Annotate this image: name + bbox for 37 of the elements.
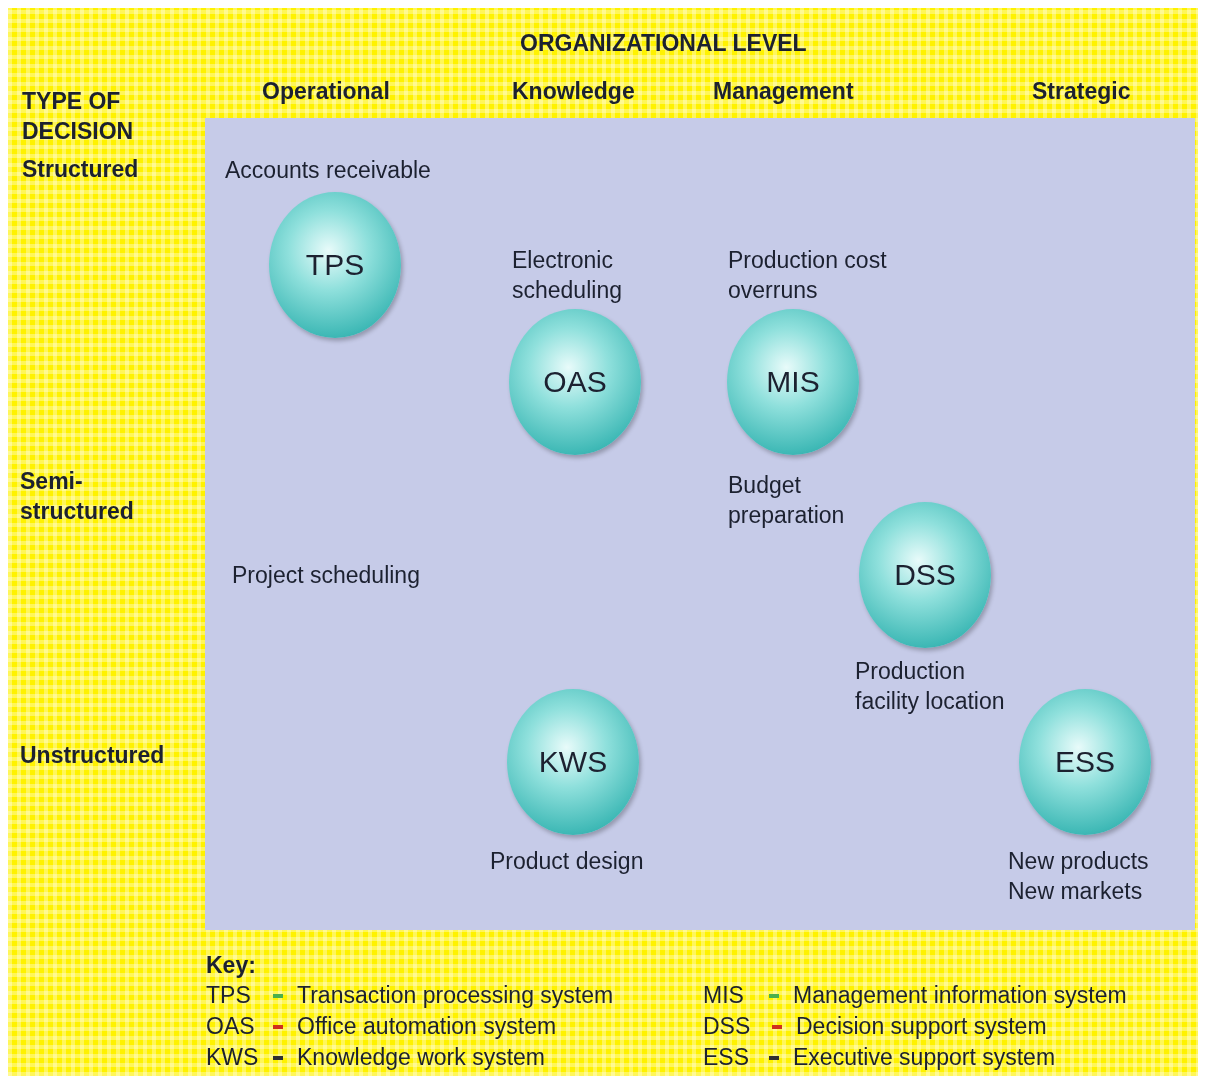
example-text: Production facility location <box>855 657 1006 716</box>
key-description: Knowledge work system <box>297 1043 545 1072</box>
column-heading: Operational <box>262 77 390 106</box>
circle-label: TPS <box>305 248 365 282</box>
circle-label: ESS <box>1055 745 1115 779</box>
example-text: Production cost overruns <box>728 246 888 305</box>
key-description: Executive support system <box>793 1043 1056 1072</box>
row-heading: Semi-structured <box>20 467 135 526</box>
column-heading: Knowledge <box>512 77 635 106</box>
example-text: New products <box>1008 847 1149 876</box>
key-description: Decision support system <box>796 1012 1047 1041</box>
example-text: Accounts receivable <box>225 156 431 185</box>
key-description: Office automation system <box>297 1012 557 1041</box>
key-abbreviation: TPS <box>206 981 251 1010</box>
column-heading: Management <box>713 77 854 106</box>
row-heading: Structured <box>22 155 139 184</box>
example-text: Product design <box>490 847 644 876</box>
example-text: Electronic scheduling <box>512 246 623 305</box>
circle-label: MIS <box>766 365 820 399</box>
axis-title: TYPE OF DECISION <box>22 87 135 146</box>
circle-label: DSS <box>894 558 956 592</box>
axis-title: ORGANIZATIONAL LEVEL <box>520 29 807 58</box>
key-abbreviation: MIS <box>703 981 744 1010</box>
row-heading: Unstructured <box>20 741 165 770</box>
example-text: New markets <box>1008 877 1143 906</box>
key-abbreviation: KWS <box>206 1043 259 1072</box>
key-heading: Key: <box>206 951 256 980</box>
key-abbreviation: OAS <box>206 1012 255 1041</box>
example-text: Project scheduling <box>232 561 420 590</box>
key-abbreviation: DSS <box>703 1012 751 1041</box>
key-abbreviation: ESS <box>703 1043 750 1072</box>
example-text: Budget preparation <box>728 471 846 530</box>
circle-label: OAS <box>543 365 607 399</box>
key-description: Transaction processing system <box>297 981 614 1010</box>
circle-label: KWS <box>538 745 608 779</box>
key-description: Management information system <box>793 981 1127 1010</box>
column-heading: Strategic <box>1032 77 1131 106</box>
